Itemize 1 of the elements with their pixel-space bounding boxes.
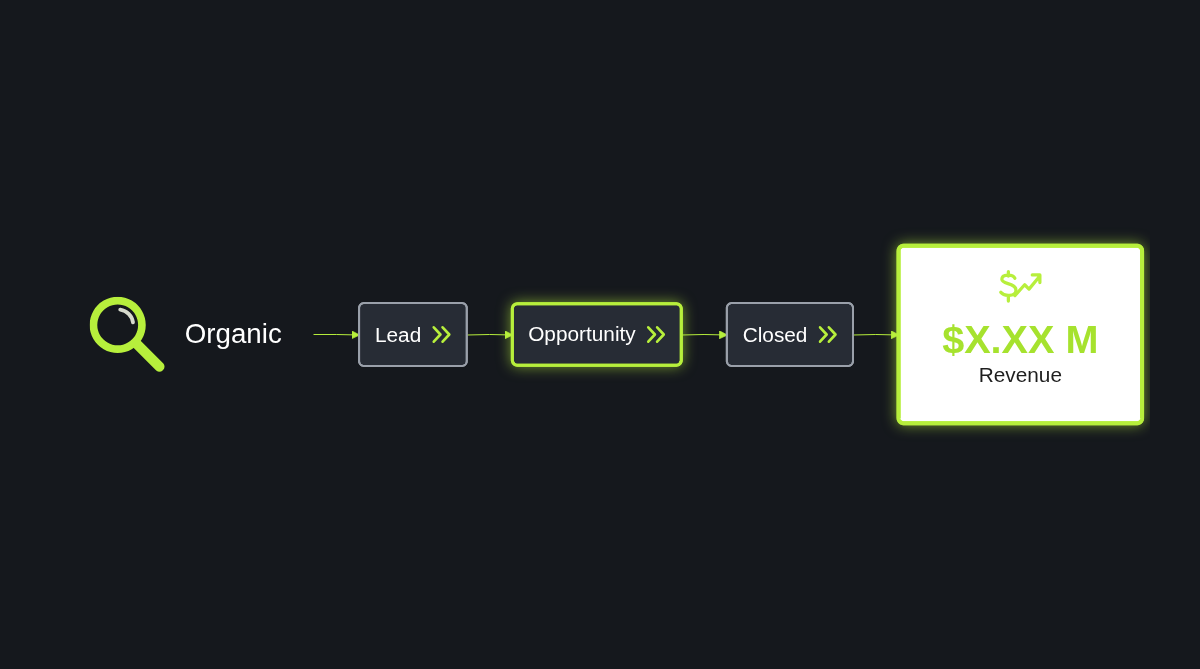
node-label: Organic xyxy=(184,318,282,350)
